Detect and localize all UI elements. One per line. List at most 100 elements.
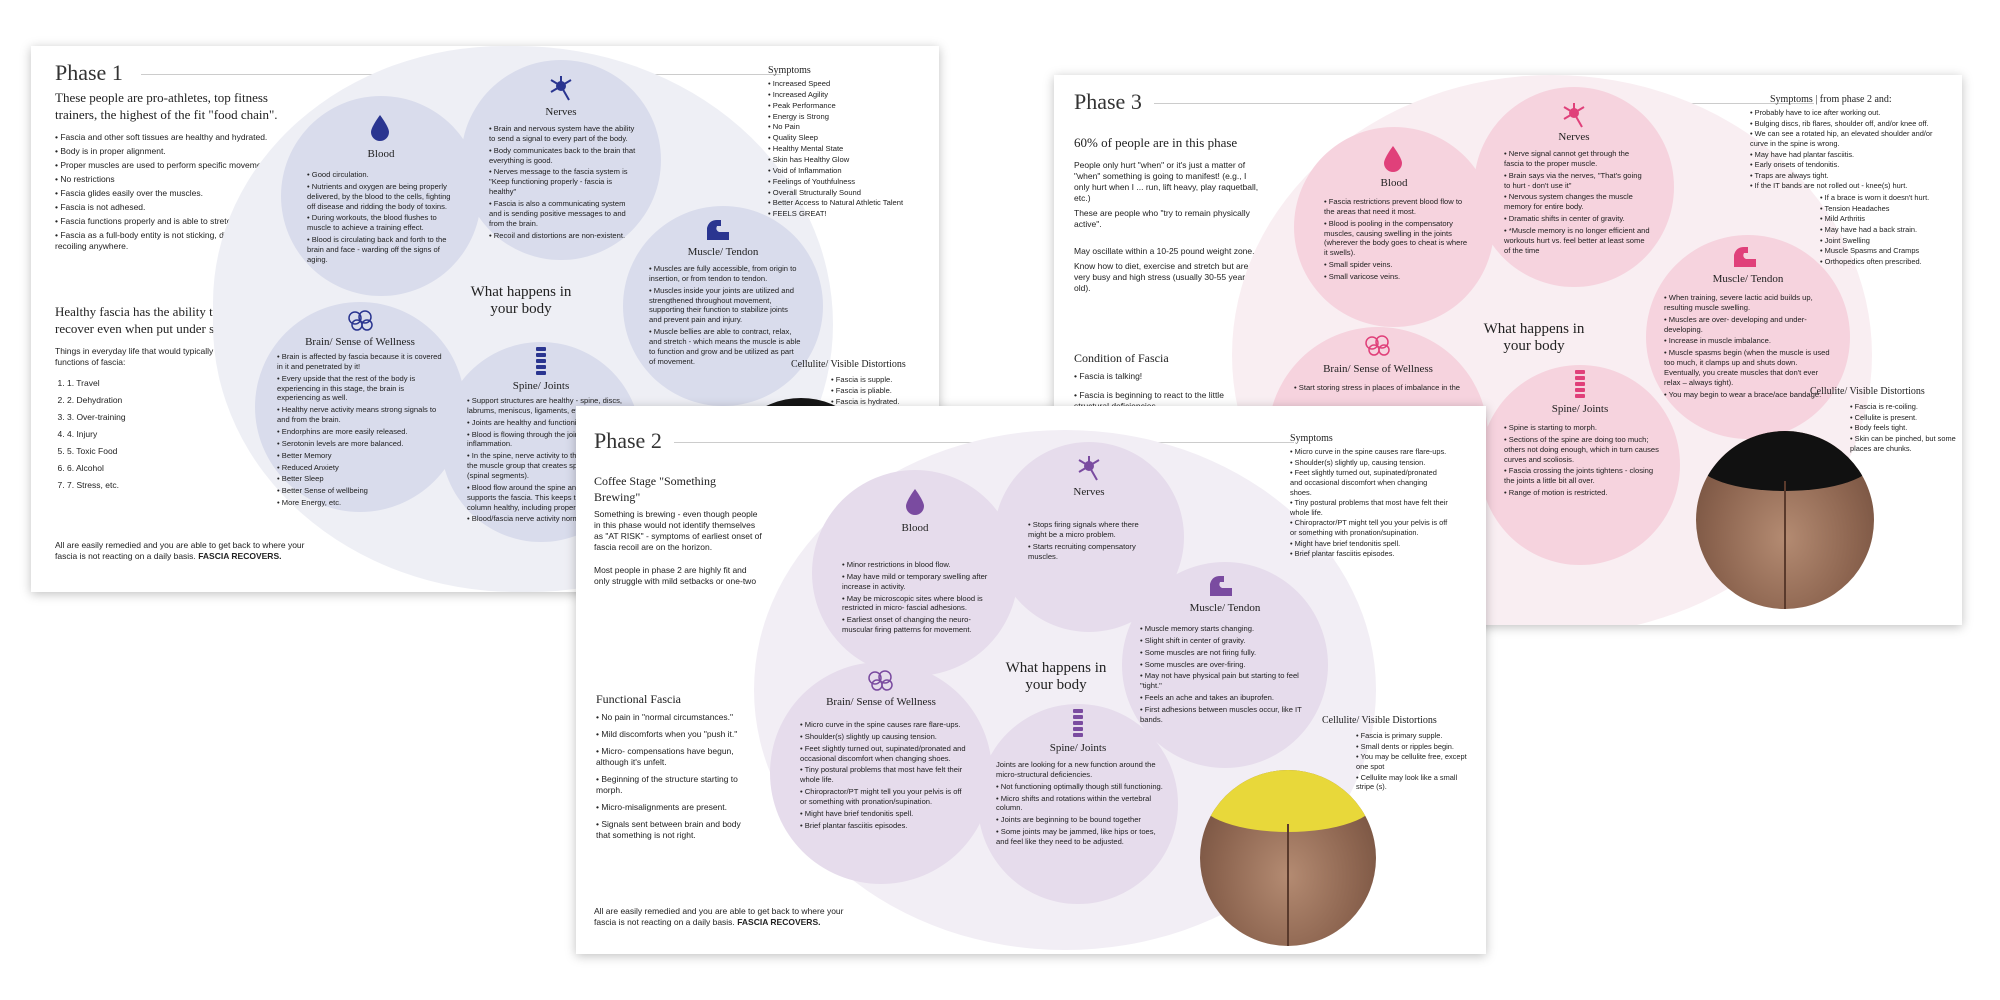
body-photo	[1696, 431, 1874, 609]
list-item: Blood is flowing through the joints, dec…	[467, 430, 627, 450]
list-item: May have mild or temporary swelling afte…	[842, 572, 992, 592]
list-item: Brain and nervous system have the abilit…	[489, 124, 639, 144]
list-item: Not functioning optimally though still f…	[996, 782, 1168, 792]
list-item: Micro curve in the spine causes rare fla…	[800, 720, 970, 730]
list-item: Feels an ache and takes an ibuprofen.	[1140, 693, 1320, 703]
list-item: If a brace is worn it doesn't hurt.	[1820, 193, 1945, 203]
list-item: Chiropractor/PT might tell you your pelv…	[1290, 518, 1450, 537]
cellulite-block: Cellulite/ Visible Distortions Fascia is…	[1810, 385, 1960, 454]
list-item: Recoil and distortions are non-existent.	[489, 231, 639, 241]
list-item: Energy is Strong	[768, 112, 908, 122]
intro-heading: 60% of people are in this phase	[1074, 135, 1238, 150]
list-item: Quality Sleep	[768, 133, 908, 143]
list-item: Muscles inside your joints are utilized …	[649, 286, 801, 325]
symptoms-block: Symptoms | from phase 2 and: Probably ha…	[1750, 93, 1945, 267]
list-item: Serotonin levels are more balanced.	[277, 439, 443, 449]
list-item: Fascia and other soft tissues are health…	[55, 132, 295, 143]
nerve-cell-icon	[550, 76, 572, 101]
list-item: 4. Injury	[67, 429, 255, 440]
circle-title: Brain/ Sense of Wellness	[305, 336, 415, 348]
list-item: Shoulder(s) slightly up causing tension.	[800, 732, 970, 742]
functional-list: No pain in "normal circumstances." Mild …	[596, 712, 756, 841]
list-item: Blood flow around the spine and joints s…	[467, 483, 627, 513]
list-item: Blood is pooling in the compensatory mus…	[1324, 219, 1470, 258]
list-item: Early onsets of tendonitis.	[1750, 160, 1945, 170]
stage-block: Coffee Stage "Something Brewing" Somethi…	[594, 474, 764, 587]
circle-text: Brain is affected by fascia because it i…	[277, 352, 443, 510]
list-item: You may begin to wear a brace/ace bandag…	[1664, 390, 1834, 400]
intro-block: These people are pro-athletes, top fitne…	[55, 90, 295, 255]
blood-drop-icon	[906, 489, 924, 515]
list-item: 7. Stress, etc.	[67, 480, 255, 491]
circle-text: Start storing stress in places of imbala…	[1294, 383, 1464, 395]
list-item: Micro curve in the spine causes rare fla…	[1290, 447, 1450, 457]
list-item: Fascia is hydrated.	[831, 397, 931, 407]
list-item: Range of motion is restricted.	[1504, 488, 1664, 498]
list-item: No Pain	[768, 122, 908, 132]
list-item: Slight shift in center of gravity.	[1140, 636, 1320, 646]
list-item: More Energy, etc.	[277, 498, 443, 508]
list-item: Nervous system changes the muscle memory…	[1504, 192, 1650, 212]
brain-icon	[348, 310, 373, 331]
list-item: Feelings of Youthfulness	[768, 177, 908, 187]
footer-emphasis: FASCIA RECOVERS.	[737, 917, 821, 928]
list-item: Increased Agility	[768, 90, 908, 100]
list-item: Might have brief tendonitis spell.	[1290, 539, 1450, 549]
list-item: Endorphins are more easily released.	[277, 427, 443, 437]
list-item: Brief plantar fasciitis episodes.	[1290, 549, 1450, 559]
list-item: Beginning of the structure starting to m…	[596, 774, 756, 796]
list-item: Brain says via the nerves, "That's going…	[1504, 171, 1650, 191]
list-item: Better Sense of wellbeing	[277, 486, 443, 496]
condition-list: Fascia is talking! Fascia is beginning t…	[1074, 371, 1234, 412]
symptoms-heading: Symptoms	[1290, 433, 1333, 444]
list-item: Sections of the spine are doing too much…	[1504, 435, 1664, 465]
symptoms-heading: Symptoms | from phase 2 and:	[1770, 94, 1892, 105]
list-item: Better Sleep	[277, 474, 443, 484]
circle-title: Muscle/ Tendon	[687, 246, 759, 258]
list-item: Fascia restrictions prevent blood flow t…	[1324, 197, 1470, 217]
list-item: Muscle memory starts changing.	[1140, 624, 1320, 634]
intro-heading: These people are pro-athletes, top fitne…	[55, 90, 278, 122]
list-item: Micro shifts and rotations within the ve…	[996, 794, 1168, 814]
list-item: Tiny postural problems that most have fe…	[800, 765, 970, 785]
muscle-circle: Muscle/ Tendon Muscles are fully accessi…	[623, 206, 823, 406]
list-item: Orthopedics often prescribed.	[1820, 257, 1945, 267]
list-item: Fascia is not adhesed.	[55, 202, 295, 213]
list-item: Peak Performance	[768, 101, 908, 111]
list-item: Fascia is re-coiling.	[1850, 402, 1960, 412]
nerve-cell-icon	[1078, 456, 1100, 481]
list-item: Nerve signal cannot get through the fasc…	[1504, 149, 1650, 169]
cellulite-heading: Cellulite/ Visible Distortions	[1322, 715, 1437, 726]
list-item: No pain in "normal circumstances."	[596, 712, 756, 723]
list-item: 6. Alcohol	[67, 463, 255, 474]
list-item: Joints are healthy and functioning.	[467, 418, 627, 428]
list-item: Proper muscles are used to perform speci…	[55, 160, 295, 171]
blood-drop-icon	[1384, 146, 1402, 172]
list-item: Better Access to Natural Athletic Talent	[768, 198, 908, 208]
cellulite-heading: Cellulite/ Visible Distortions	[1810, 386, 1925, 397]
list-item: Mild discomforts when you "push it."	[596, 729, 756, 740]
cellulite-block: Cellulite/ Visible Distortions Fascia is…	[791, 358, 931, 408]
leg-divide	[1287, 824, 1289, 946]
muscle-circle: Muscle/ Tendon Muscle memory starts chan…	[1122, 562, 1328, 768]
list-item: Cellulite is present.	[1850, 413, 1960, 423]
list-item: Nerves message to the fascia system is "…	[489, 167, 639, 197]
circle-title: Spine/ Joints	[1049, 742, 1107, 754]
circle-title: Blood	[367, 148, 395, 160]
list-item: We can see a rotated hip, an elevated sh…	[1750, 129, 1945, 148]
spine-icon	[1073, 709, 1083, 737]
brain-icon	[1365, 335, 1390, 356]
flexed-arm-icon	[707, 220, 729, 240]
list-item: Joints are beginning to be bound togethe…	[996, 815, 1168, 825]
list-item: Mild Arthritis	[1820, 214, 1945, 224]
list-item: Every upside that the rest of the body i…	[277, 374, 443, 404]
list-item: Fascia glides easily over the muscles.	[55, 188, 295, 199]
flexed-arm-icon	[1210, 576, 1232, 596]
list-item: First adhesions between muscles occur, l…	[1140, 705, 1320, 725]
circle-text: Muscles are fully accessible, from origi…	[649, 264, 801, 369]
list-item: Increase in muscle imbalance.	[1664, 336, 1834, 346]
list-item: Muscles are fully accessible, from origi…	[649, 264, 801, 284]
cellulite-heading: Cellulite/ Visible Distortions	[791, 359, 906, 370]
list-item: Some muscles are not firing fully.	[1140, 648, 1320, 658]
list-item: Blood is circulating back and forth to t…	[307, 235, 457, 265]
